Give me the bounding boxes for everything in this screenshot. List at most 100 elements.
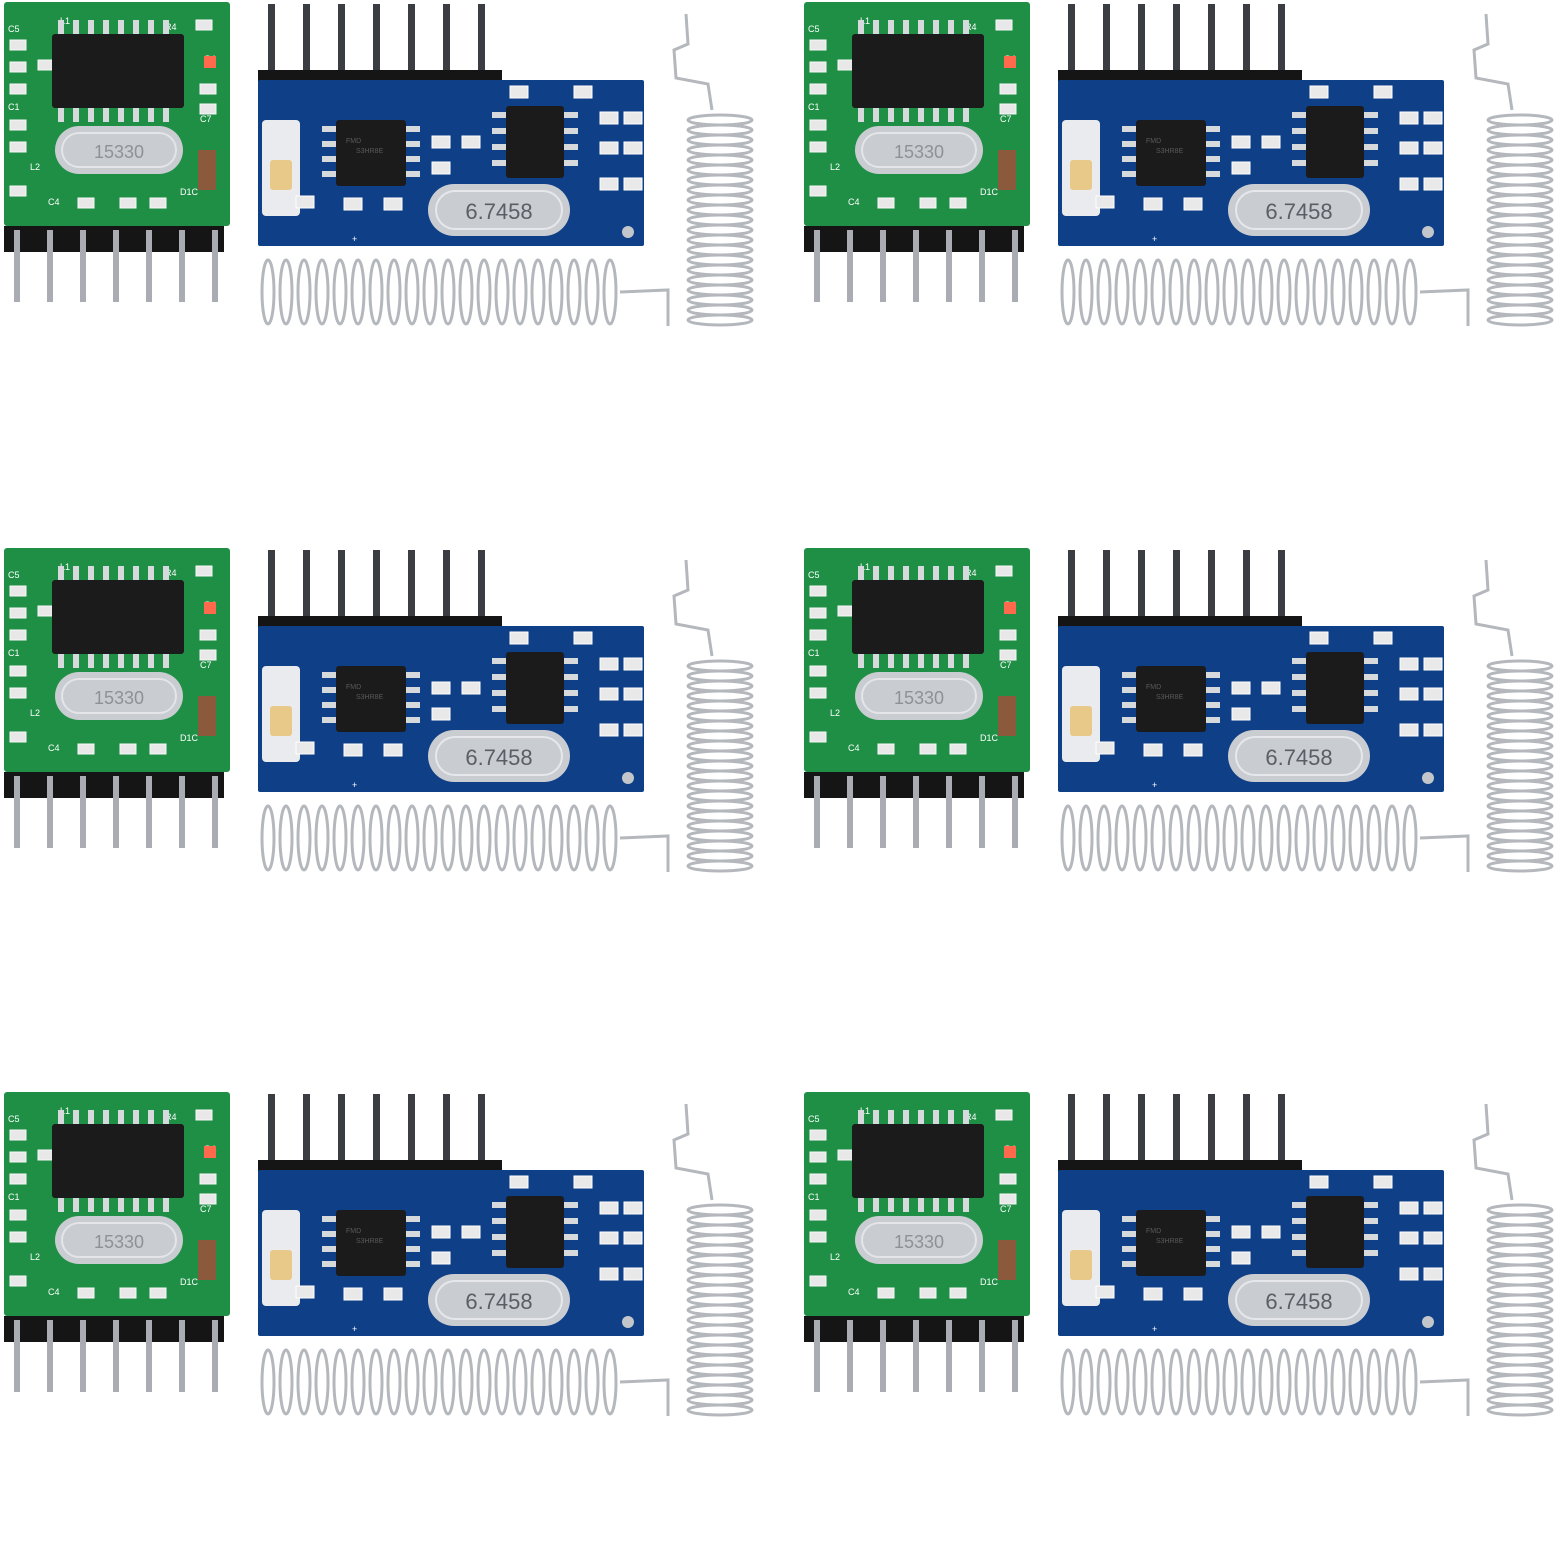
spring-coil [494, 804, 510, 872]
header-pin [373, 1094, 380, 1164]
spring-coil [566, 258, 582, 326]
chip-leg [163, 654, 169, 668]
chip-leg [148, 566, 154, 580]
transmitter-module: C5 L1 R4 D1 C1 L2 C7 C4 D1C 15330 [804, 1092, 1030, 1392]
header-pin [443, 550, 450, 620]
led-indicator [204, 56, 216, 68]
chip-leg [858, 20, 864, 34]
header-pin [1243, 4, 1250, 74]
chip-label: S3HR8E [356, 1238, 384, 1245]
silk-label: C4 [48, 1287, 60, 1297]
chip-leg [1292, 128, 1306, 134]
chip-leg [406, 717, 420, 723]
chip-leg [163, 1198, 169, 1212]
smd-part [1399, 687, 1419, 701]
header-pin [946, 776, 952, 848]
chip-leg [1206, 156, 1220, 162]
smd-part [599, 177, 619, 191]
chip-leg [1364, 658, 1378, 664]
chip-leg [1206, 1216, 1220, 1222]
spring-antenna-horizontal [1060, 258, 1418, 326]
spring-coil [1204, 1348, 1220, 1416]
silk-label: L1 [60, 1106, 70, 1116]
antenna-lead [672, 559, 714, 657]
spring-coil [260, 258, 276, 326]
spring-coil [1060, 1348, 1076, 1416]
chip-leg [1206, 1231, 1220, 1237]
smd-part [9, 1209, 27, 1221]
button-cap [270, 160, 292, 190]
smd-part [623, 657, 643, 671]
receiver-chip [506, 106, 564, 178]
smd-components [295, 85, 643, 211]
spring-coil [350, 804, 366, 872]
smd-part [195, 1109, 213, 1121]
silk-label: C7 [1000, 114, 1012, 124]
smd-part [999, 649, 1017, 661]
chip-leg [858, 1110, 864, 1124]
chip-leg [933, 108, 939, 122]
spring-coil [1276, 258, 1292, 326]
crystal-rim [435, 1280, 563, 1320]
spring-coil [422, 804, 438, 872]
spring-coil [368, 1348, 384, 1416]
chip-leg [322, 672, 336, 678]
spring-coil [686, 313, 754, 327]
spring-coil [440, 804, 456, 872]
spring-coil [1240, 804, 1256, 872]
mount-hole [622, 1316, 634, 1328]
spring-coil [314, 1348, 330, 1416]
chip-leg [103, 20, 109, 34]
chip-leg [1122, 126, 1136, 132]
spring-coil [1186, 804, 1202, 872]
smd-components [295, 1175, 643, 1301]
silk-label: D1C [180, 187, 199, 197]
smd-part [431, 707, 451, 721]
smd-part [1399, 657, 1419, 671]
spring-coil [1258, 804, 1274, 872]
header-pin [212, 1320, 218, 1392]
chip-leg [148, 20, 154, 34]
silk-label: R4 [165, 22, 177, 32]
spring-antenna-vertical [1486, 1203, 1554, 1417]
chip-leg [133, 566, 139, 580]
decoder-chip [1136, 666, 1206, 732]
smd-part [9, 185, 27, 197]
chip-leg [492, 112, 506, 118]
chip-leg [492, 674, 506, 680]
smd-part [343, 743, 363, 757]
receiver-pins [268, 4, 485, 74]
chip-leg [88, 1110, 94, 1124]
spring-coil [1330, 804, 1346, 872]
silk-label: L2 [30, 162, 40, 172]
transmitter-module: C5 L1 R4 D1 C1 L2 C7 C4 D1C 15330 [804, 2, 1030, 302]
chip-leg [492, 1250, 506, 1256]
chip-leg [903, 108, 909, 122]
header-pin [1243, 550, 1250, 620]
chip-leg [103, 1110, 109, 1124]
header-pin [1138, 4, 1145, 74]
silk-label: D1C [980, 733, 999, 743]
smd-part [809, 731, 827, 743]
spring-coil [1096, 804, 1112, 872]
smd-part [623, 1267, 643, 1281]
receiver-chip [506, 1196, 564, 1268]
header-pin [1243, 1094, 1250, 1164]
chip-leg [873, 566, 879, 580]
antenna-lead [672, 13, 714, 111]
chip-leg [1122, 1261, 1136, 1267]
spring-coil [1222, 804, 1238, 872]
smd-part [1261, 681, 1281, 695]
transmitter-pins [14, 230, 218, 302]
chip-leg [564, 1202, 578, 1208]
chip-leg [873, 1198, 879, 1212]
crystal-label: 6.7458 [1265, 199, 1332, 224]
chip-leg [888, 654, 894, 668]
spring-coil [548, 804, 564, 872]
smd-part [623, 111, 643, 125]
encoder-chip [852, 1124, 984, 1198]
smd-part [9, 119, 27, 131]
spring-antenna-vertical [686, 659, 754, 873]
led-indicator [1004, 1146, 1016, 1158]
smd-part [1399, 141, 1419, 155]
